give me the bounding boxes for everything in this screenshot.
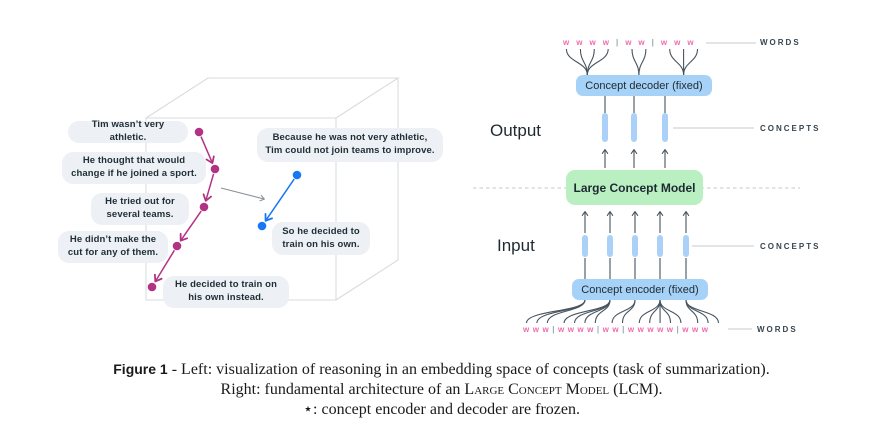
- caption-line-3: ⋆: concept encoder and decoder are froze…: [303, 401, 580, 418]
- word-token: w: [625, 38, 632, 47]
- concept-bar-input: [582, 235, 588, 257]
- word-token: w: [577, 325, 584, 334]
- words-label-bottom: WORDS: [757, 325, 798, 334]
- concept-bar-input: [657, 235, 663, 257]
- output-label: Output: [490, 121, 542, 140]
- word-separator: |: [651, 38, 654, 47]
- lcm-output-arrows: [601, 149, 669, 168]
- word-token: w: [637, 325, 644, 334]
- reasoning-bubble-3: He tried out for several teams.: [91, 193, 189, 225]
- reasoning-chain-arrows: [153, 136, 215, 283]
- embedding-cube: [145, 77, 400, 301]
- word-token: w: [589, 38, 596, 47]
- word-token: w: [563, 38, 570, 47]
- word-token: w: [567, 325, 574, 334]
- summary-dots: [257, 170, 302, 231]
- summary-chain-arrows: [264, 178, 295, 222]
- word-token: w: [576, 38, 583, 47]
- word-token: w: [660, 38, 668, 47]
- word-token: w: [647, 325, 654, 334]
- lcm-smallcaps: Large Concept Model: [464, 381, 610, 398]
- summary-bubble-1: Because he was not very athletic, Tim co…: [257, 128, 443, 162]
- word-token: w: [692, 325, 699, 334]
- concept-bar-output: [662, 113, 668, 142]
- concept-decoder-box: Concept decoder (fixed): [576, 75, 712, 96]
- word-token: w: [674, 38, 681, 47]
- reasoning-bubble-1: Tim wasn’t very athletic.: [68, 119, 188, 143]
- word-separator: |: [552, 325, 555, 334]
- word-token: w: [682, 325, 689, 334]
- caption-line-2: Right: fundamental architecture of an La…: [220, 381, 663, 398]
- word-separator: |: [676, 325, 679, 334]
- large-concept-model-box: Large Concept Model: [566, 170, 703, 205]
- input-label: Input: [497, 236, 535, 255]
- summary-bubble-2: So he decided to train on his own.: [272, 222, 370, 255]
- reasoning-bubble-4: He didn’t make the cut for any of them.: [58, 231, 168, 263]
- reasoning-bubble-5: He decided to train on his own instead.: [163, 276, 289, 308]
- word-separator: |: [596, 325, 600, 334]
- word-token: w: [602, 38, 609, 47]
- reasoning-dots: [147, 127, 220, 292]
- concept-bar-output: [602, 113, 608, 142]
- word-token: w: [627, 325, 635, 334]
- word-token: w: [587, 325, 594, 334]
- word-token: w: [557, 325, 565, 334]
- caption-line-1: Figure 1 - Left: visualization of reason…: [113, 361, 770, 378]
- word-token: w: [638, 38, 645, 47]
- concept-encoder-box: Concept encoder (fixed): [572, 279, 708, 300]
- words-label-top: WORDS: [760, 38, 801, 47]
- word-token: w: [612, 325, 619, 334]
- summarization-link-arrow: [220, 187, 265, 202]
- figure-caption: Figure 1 - Left: visualization of reason…: [0, 359, 883, 420]
- reasoning-bubble-2: He thought that would change if he joine…: [62, 152, 206, 184]
- figure-label: Figure 1: [113, 361, 168, 377]
- input-lcm-arrows: [581, 211, 690, 233]
- word-separator: |: [622, 325, 625, 334]
- decoder-fan: [565, 48, 699, 76]
- word-token: w: [701, 325, 708, 334]
- word-token: w: [687, 38, 694, 47]
- label-connectors: [673, 42, 756, 330]
- word-token: w: [542, 325, 549, 334]
- encoder-bar-links: [584, 258, 687, 279]
- concept-bar-input: [632, 235, 638, 257]
- concept-bar-output: [631, 113, 637, 142]
- word-token: w: [532, 325, 539, 334]
- concepts-label-top: CONCEPTS: [760, 124, 821, 133]
- concepts-label-bottom: CONCEPTS: [760, 242, 821, 251]
- concept-bar-input: [683, 235, 689, 257]
- word-token: w: [602, 325, 609, 334]
- decoder-bar-links: [604, 96, 666, 113]
- word-token: w: [523, 325, 530, 334]
- word-token: w: [666, 325, 674, 334]
- concept-bar-input: [607, 235, 613, 257]
- word-separator: |: [615, 38, 619, 47]
- encoder-fan: [525, 299, 720, 324]
- word-token: w: [657, 325, 664, 334]
